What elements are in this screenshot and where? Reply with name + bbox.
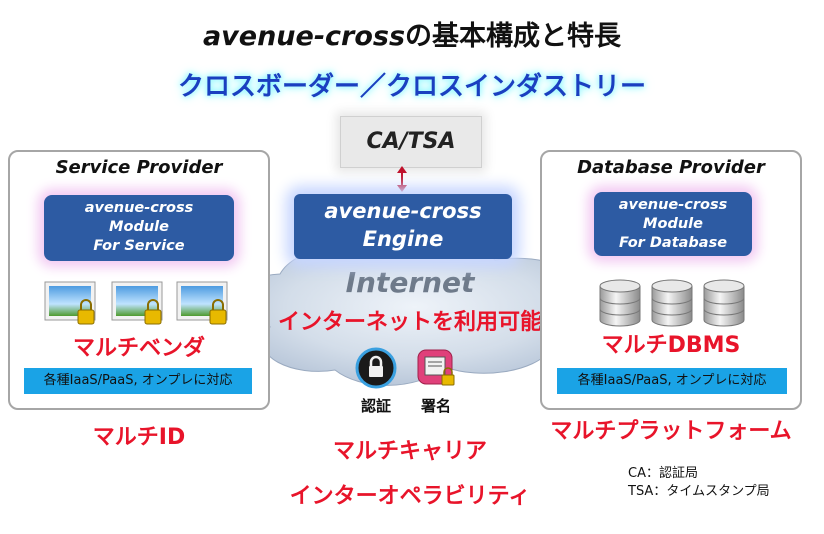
engine-line2: Engine (362, 227, 444, 251)
service-module-box: avenue-cross Module For Service (44, 195, 234, 261)
internet-subtitle: インターネットを利用可能 (277, 310, 542, 335)
database-platform-bar: 各種IaaS/PaaS, オンプレに対応 (557, 368, 787, 394)
multi-id-label: マルチID (92, 425, 186, 450)
page-subtitle: クロスボーダー／クロスインダストリー (177, 72, 646, 102)
internet-label: Internet (345, 266, 475, 299)
interoperability-label: インターオペラビリティ (289, 484, 531, 509)
service-module-line1: avenue-cross (84, 200, 194, 216)
database-icon-1 (599, 279, 641, 327)
service-provider-panel (8, 150, 270, 410)
image-lock-icon-2 (111, 281, 163, 325)
image-lock-icon-3 (176, 281, 228, 325)
title-rest: の基本構成と特長 (405, 21, 622, 52)
double-arrow-icon (397, 166, 407, 192)
auth-lock-icon (355, 347, 397, 389)
multi-carrier-label: マルチキャリア (332, 439, 487, 464)
ca-tsa-box: CA/TSA (340, 116, 482, 168)
sign-document-icon (417, 349, 455, 386)
service-platform-bar: 各種IaaS/PaaS, オンプレに対応 (24, 368, 252, 394)
secure-image-icons (44, 281, 228, 325)
multi-vendor-label: マルチベンダ (72, 336, 205, 361)
database-icons (599, 279, 745, 327)
engine-box: avenue-cross Engine (294, 194, 512, 259)
database-provider-title: Database Provider (577, 157, 765, 178)
legend-ca: CA：認証局 (628, 466, 698, 481)
title-italic: avenue-cross (202, 21, 406, 52)
service-module-line3: For Service (93, 238, 185, 254)
database-module-line1: avenue-cross (618, 197, 728, 213)
auth-label: 認証 (360, 397, 391, 415)
sign-label: 署名 (420, 397, 451, 415)
legend-tsa: TSA：タイムスタンプ局 (628, 484, 770, 499)
multi-platform-label: マルチプラットフォーム (550, 419, 792, 444)
service-provider-title: Service Provider (55, 157, 223, 178)
multi-dbms-label: マルチDBMS (601, 333, 741, 358)
page-title: avenue-crossの基本構成と特長 (0, 14, 824, 53)
abbreviation-legend: CA：認証局 TSA：タイムスタンプ局 (628, 465, 818, 501)
database-module-box: avenue-cross Module For Database (594, 192, 752, 256)
database-icon-3 (703, 279, 745, 327)
engine-line1: avenue-cross (324, 199, 482, 223)
image-lock-icon-1 (44, 281, 96, 325)
database-module-line3: For Database (618, 235, 728, 251)
service-module-line2: Module (109, 219, 169, 235)
database-module-line2: Module (643, 216, 703, 232)
database-icon-2 (651, 279, 693, 327)
